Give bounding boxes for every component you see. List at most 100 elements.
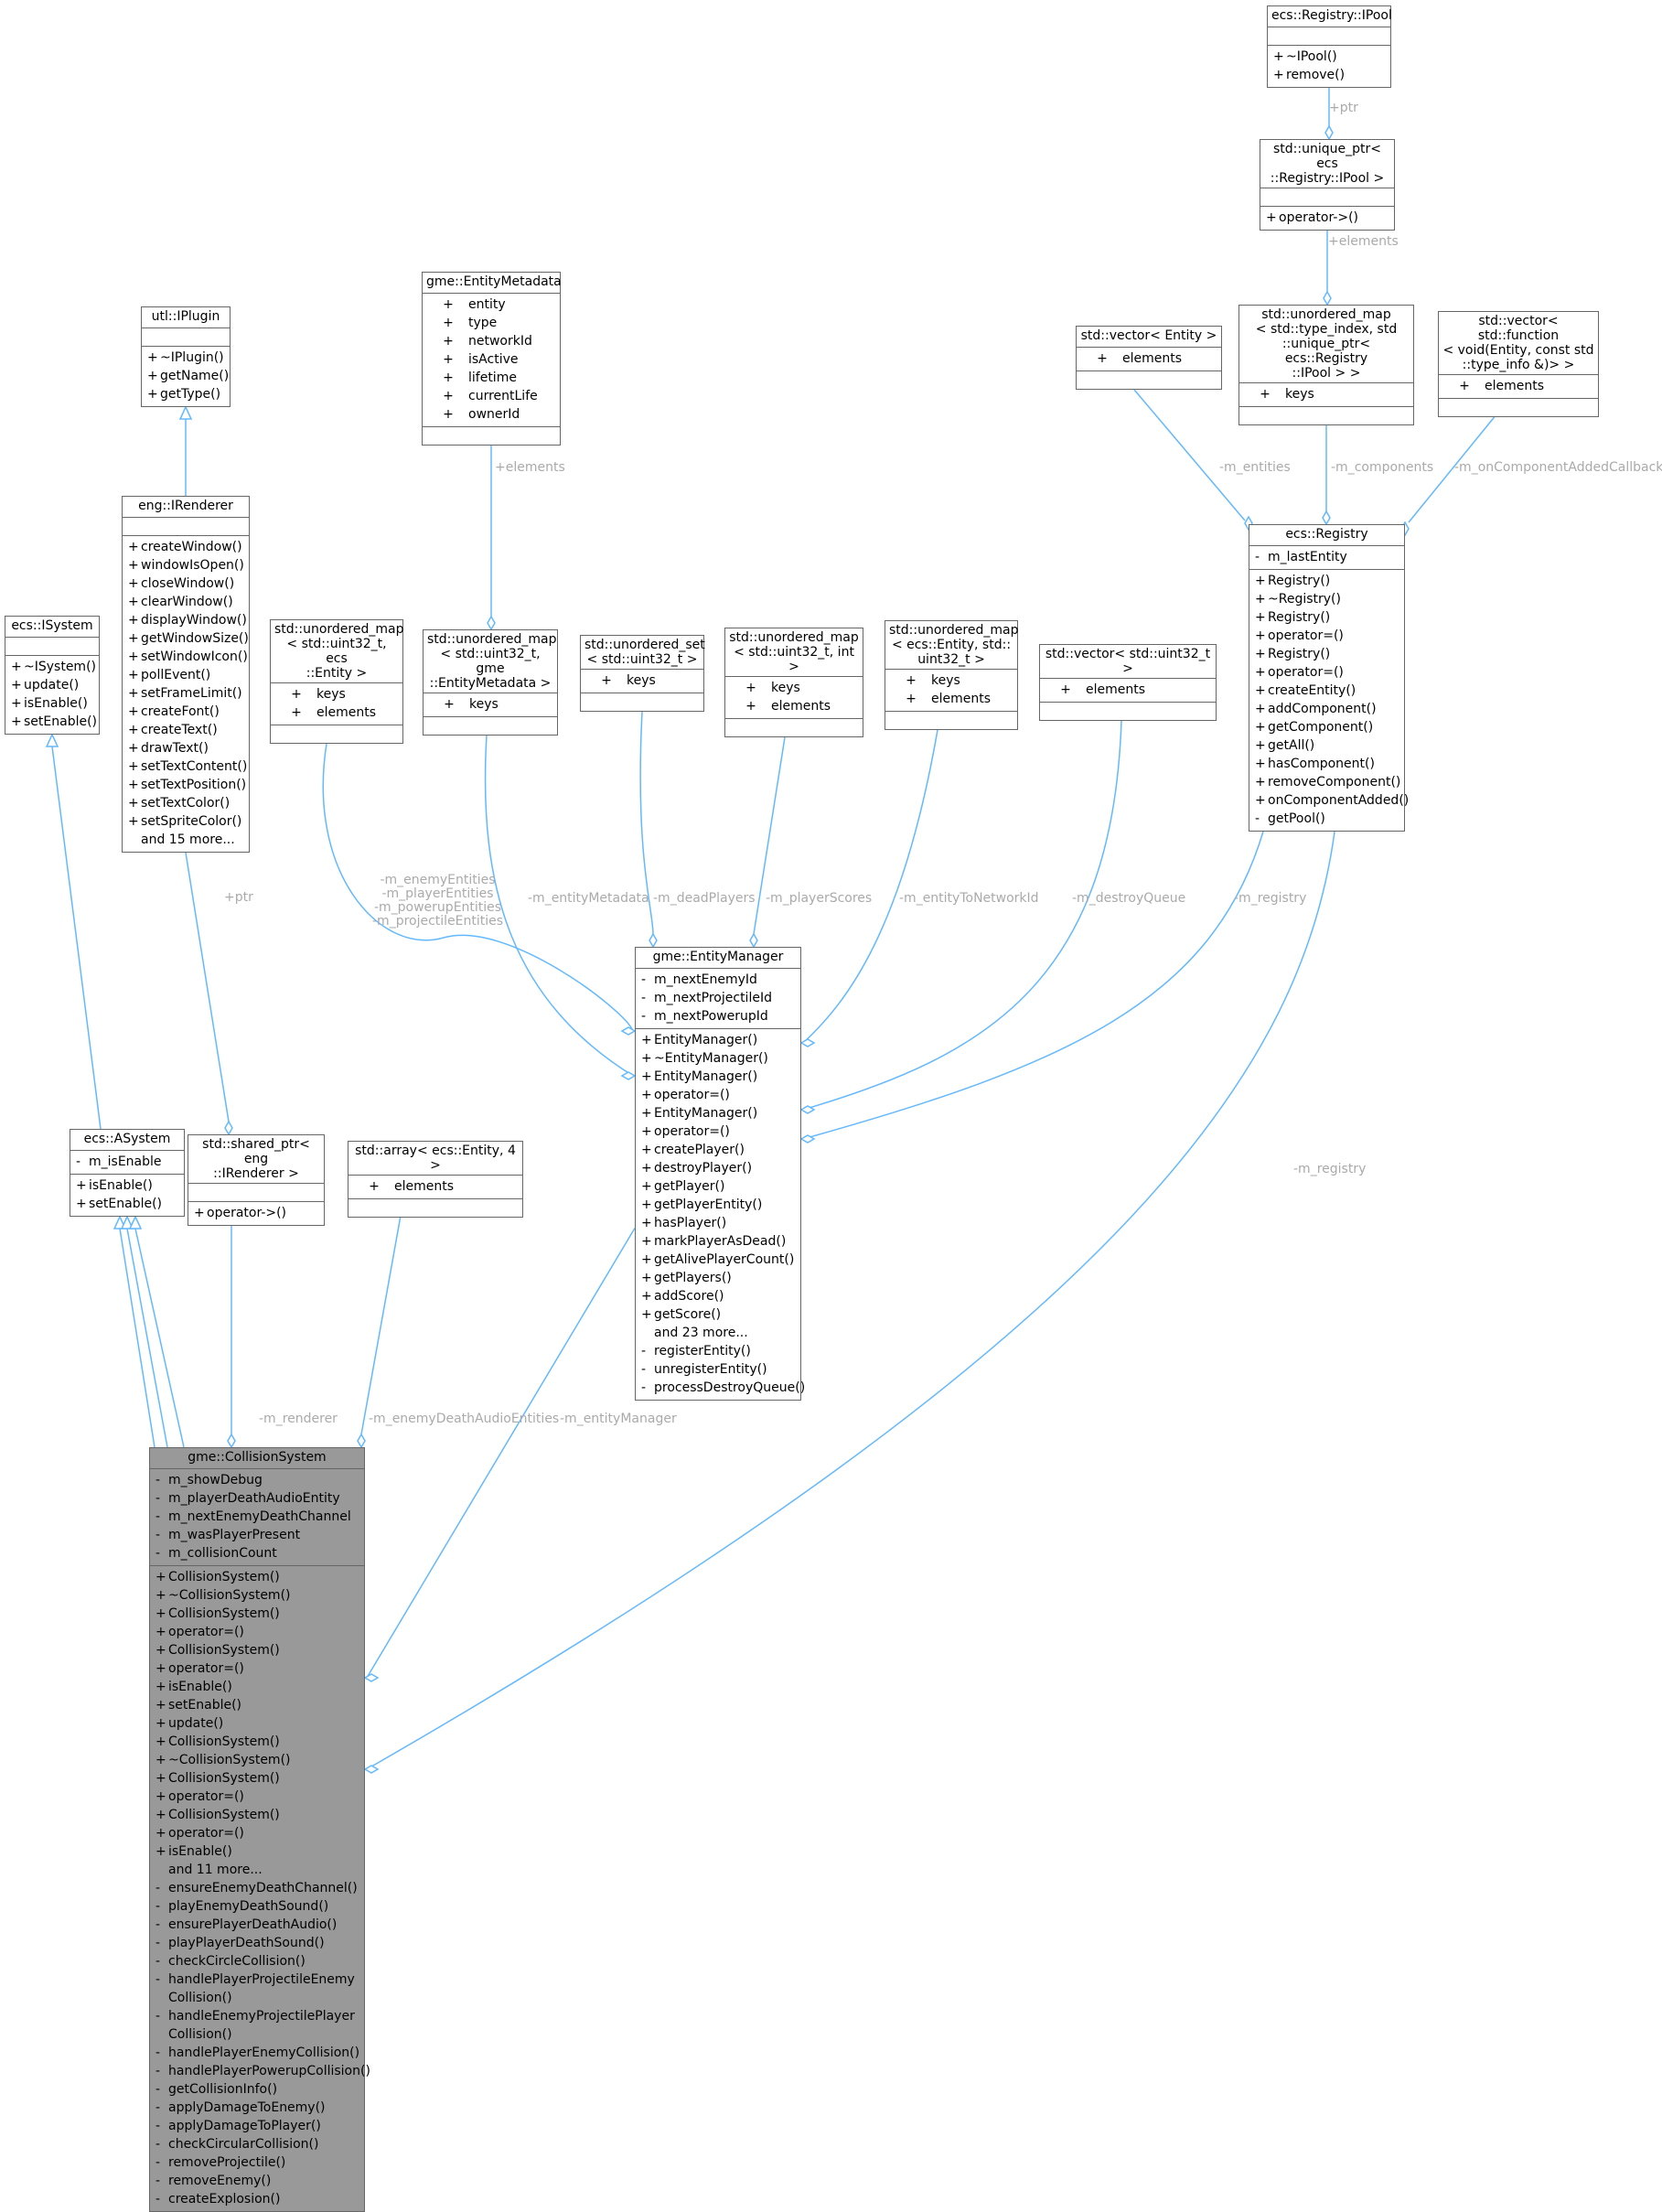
visibility-marker: +	[641, 1271, 652, 1285]
method-name: CollisionSystem()	[168, 1808, 280, 1822]
class-eng-irenderer[interactable]: eng::IRenderer+createWindow()+windowIsOp…	[122, 496, 250, 853]
method-row: +addScore()	[641, 1287, 795, 1305]
attribute-section	[142, 328, 230, 347]
attribute-section	[188, 1184, 324, 1202]
aggregation-diamond	[224, 1120, 233, 1136]
method-name: createEntity()	[1268, 683, 1356, 698]
method-row: and 23 more...	[641, 1324, 795, 1342]
class-ecs-isystem[interactable]: ecs::ISystem+~ISystem()+update()+isEnabl…	[5, 616, 100, 735]
class-vector-function[interactable]: std::vector< std::function < void(Entity…	[1438, 311, 1599, 417]
method-name: addComponent()	[1268, 702, 1377, 716]
attribute-section	[1268, 27, 1390, 46]
method-row: +Registry()	[1255, 645, 1399, 663]
method-row: +closeWindow()	[128, 574, 243, 593]
class-shared-ptr-irenderer[interactable]: std::shared_ptr< eng ::IRenderer >+opera…	[188, 1134, 325, 1226]
method-row: +setEnable()	[155, 1696, 359, 1714]
class-entity-metadata[interactable]: gme::EntityMetadata+entity+type+networkI…	[422, 272, 562, 446]
visibility-marker: -	[155, 1899, 161, 1914]
class-entity-manager[interactable]: gme::EntityManager-m_nextEnemyId-m_nextP…	[635, 947, 805, 1401]
method-row: -handlePlayerEnemyCollision()	[155, 2044, 359, 2062]
visibility-marker: +	[906, 692, 917, 706]
class-ecs-registry[interactable]: ecs::Registry-m_lastEntity+Registry()+~R…	[1249, 524, 1409, 832]
visibility-marker: +	[443, 352, 454, 367]
method-section: +EntityManager()+~EntityManager()+Entity…	[636, 1029, 805, 1400]
edge-inherit-asystem	[119, 1228, 155, 1448]
class-utl-iplugin[interactable]: utl::IPlugin+~IPlugin()+getName()+getTyp…	[141, 306, 231, 407]
edge-label-m-entityMetadata: -m_entityMetadata	[528, 891, 649, 906]
attribute-row: +currentLife	[428, 387, 554, 405]
aggregation-diamond	[620, 1026, 637, 1036]
aggregation-diamond	[749, 932, 758, 949]
class-umap-entity[interactable]: std::unordered_map < std::uint32_t, ecs …	[270, 619, 403, 744]
visibility-marker: +	[1255, 720, 1266, 735]
attribute-name: currentLife	[468, 389, 538, 403]
method-row: +operator=()	[155, 1623, 359, 1641]
edge-registry-cs	[366, 831, 1335, 1770]
method-row: +markPlayerAsDead()	[641, 1232, 795, 1251]
method-row: +createWindow()	[128, 538, 243, 556]
method-name: getName()	[160, 369, 230, 383]
edge-label-m-destroyQueue: -m_destroyQueue	[1072, 891, 1186, 906]
method-section	[581, 693, 703, 711]
method-name: operator=()	[654, 1124, 730, 1139]
class-umap-int[interactable]: std::unordered_map < std::uint32_t, int …	[724, 628, 863, 737]
class-vector-uint[interactable]: std::vector< std::uint32_t >+elements	[1039, 644, 1217, 721]
method-row: -getCollisionInfo()	[155, 2080, 359, 2099]
method-row: -playEnemyDeathSound()	[155, 1897, 359, 1916]
class-uset-uint[interactable]: std::unordered_set < std::uint32_t >+key…	[580, 635, 705, 712]
method-row: +EntityManager()	[641, 1031, 795, 1049]
class-registry-ipool[interactable]: ecs::Registry::IPool+~IPool()+remove()	[1267, 5, 1392, 88]
attribute-section: +elements	[1040, 679, 1216, 703]
attribute-name: keys	[771, 681, 800, 695]
edge-enemy-death-audio	[360, 1217, 402, 1435]
class-umap-metadata[interactable]: std::unordered_map < std::uint32_t, gme …	[423, 629, 558, 736]
method-row: +~ISystem()	[11, 658, 96, 676]
method-name: onComponentAdded()	[1268, 793, 1410, 808]
method-row: +createText()	[128, 721, 243, 739]
visibility-marker: +	[1255, 647, 1266, 661]
method-name: markPlayerAsDead()	[654, 1234, 787, 1249]
visibility-marker: -	[155, 1954, 161, 1969]
class-title: std::unordered_map < std::uint32_t, int …	[725, 628, 863, 677]
method-name: operator=()	[1268, 628, 1344, 643]
method-name: operator=()	[168, 1826, 244, 1841]
attribute-row: -m_nextEnemyId	[641, 971, 795, 989]
visibility-marker: -	[155, 2174, 161, 2188]
visibility-marker: -	[155, 1936, 161, 1950]
method-row: +getPlayerEntity()	[641, 1196, 795, 1214]
attribute-section: +keys	[424, 693, 557, 717]
visibility-marker: +	[1255, 610, 1266, 625]
method-row: +hasComponent()	[1255, 755, 1399, 773]
aggregation-diamond	[363, 1673, 380, 1682]
visibility-marker: -	[155, 2046, 161, 2060]
class-collision-system[interactable]: gme::CollisionSystem-m_showDebug-m_playe…	[149, 1447, 370, 2212]
class-unique-ptr-ipool[interactable]: std::unique_ptr< ecs ::Registry::IPool >…	[1260, 139, 1395, 231]
attribute-row: -m_nextEnemyDeathChannel	[155, 1508, 359, 1526]
method-row: -applyDamageToPlayer()	[155, 2117, 359, 2135]
visibility-marker: +	[155, 1844, 166, 1859]
class-umap-typeindex[interactable]: std::unordered_map < std::type_index, st…	[1238, 305, 1414, 425]
method-name: createText()	[141, 723, 218, 737]
class-array-entity[interactable]: std::array< ecs::Entity, 4 >+elements	[348, 1141, 523, 1218]
visibility-marker: -	[155, 2192, 161, 2207]
visibility-marker: -	[155, 1528, 161, 1542]
method-name: CollisionSystem()	[168, 1606, 280, 1621]
class-vector-entity[interactable]: std::vector< Entity >+elements	[1076, 326, 1222, 390]
class-umap-netid[interactable]: std::unordered_map < ecs::Entity, std:: …	[885, 620, 1018, 730]
method-name: update()	[24, 678, 80, 693]
method-row: -checkCircularCollision()	[155, 2135, 359, 2153]
class-ecs-asystem[interactable]: ecs::ASystem-m_isEnable+isEnable()+setEn…	[70, 1129, 185, 1217]
attribute-section	[123, 518, 249, 536]
aggregation-diamond	[799, 1105, 816, 1114]
method-name: windowIsOpen()	[141, 558, 244, 573]
method-row: +createFont()	[128, 703, 243, 721]
method-name: handlePlayerEnemyCollision()	[168, 2046, 360, 2060]
attribute-row: -m_showDebug	[155, 1471, 359, 1489]
method-name: EntityManager()	[654, 1069, 758, 1084]
visibility-marker: +	[1255, 574, 1266, 588]
method-row: -applyDamageToEnemy()	[155, 2099, 359, 2117]
visibility-marker: +	[1255, 702, 1266, 716]
attribute-section: -m_showDebug-m_playerDeathAudioEntity-m_…	[150, 1469, 364, 1566]
attribute-row: +elements	[1444, 377, 1592, 395]
visibility-marker: +	[155, 1588, 166, 1603]
